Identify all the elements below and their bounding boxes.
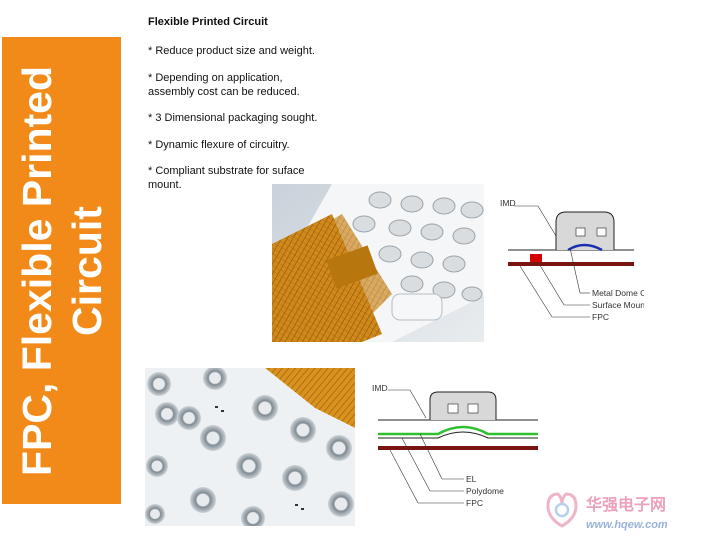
fpc-keypad-image — [272, 184, 484, 342]
watermark-url: www.hqew.com — [586, 519, 668, 531]
leader-fpc-b — [519, 265, 553, 318]
label-fpc-2: FPC — [466, 498, 483, 508]
leader-imd2-b — [409, 389, 427, 419]
watermark-logo-icon — [546, 492, 578, 528]
leader-poly-b — [401, 437, 431, 492]
leader-led-b — [537, 261, 565, 306]
polydome-el-diagram: IMD EL Polydome FPC — [372, 383, 538, 508]
content-title: Flexible Printed Circuit — [148, 16, 268, 28]
label-fpc: FPC — [592, 312, 609, 322]
fpc-layer-2 — [378, 446, 538, 450]
label-led: Surface Mount LED — [592, 300, 644, 310]
fpc-layer — [508, 262, 634, 266]
polydome-keypad-image — [145, 368, 355, 526]
imd-key-2 — [429, 391, 497, 420]
label-el: EL — [466, 474, 477, 484]
bullet-1: * Reduce product size and weight. — [148, 45, 315, 57]
leader-imd-b — [537, 205, 557, 237]
polydome-layer — [378, 431, 538, 439]
bullet-5: * Compliant substrate for suface mount. — [148, 165, 305, 191]
surface-mount-led — [530, 254, 542, 262]
bullet-3: * 3 Dimensional packaging sought. — [148, 112, 318, 124]
imd-window-left-2 — [447, 403, 459, 414]
leader-dome-b — [569, 247, 581, 294]
vertical-title: FPC, Flexible Printed Circuit — [12, 66, 112, 476]
label-dome: Metal Dome Overlay — [592, 288, 644, 298]
fpc-keypad-photo — [272, 184, 484, 342]
title-sidebar: FPC, Flexible Printed Circuit — [2, 37, 121, 504]
bullet-4: * Dynamic flexure of circuitry. — [148, 139, 290, 151]
leader-fpc2-b — [389, 449, 419, 504]
label-polydome: Polydome — [466, 486, 504, 496]
metal-dome — [567, 243, 603, 252]
polydome-keypad-photo — [145, 368, 355, 526]
vertical-title-line2: Circuit — [64, 206, 110, 336]
label-imd-2: IMD — [372, 383, 388, 393]
site-watermark: 华强电子网 www.hqew.com — [546, 492, 668, 531]
leader-el-b — [419, 433, 443, 480]
imd-window-right — [596, 227, 607, 237]
dome-led-diagram: IMD Metal Dome Overlay Surface Mount LED… — [500, 198, 644, 322]
vertical-title-line1: FPC, Flexible Printed — [14, 65, 60, 477]
imd-window-right-2 — [467, 403, 479, 414]
label-imd: IMD — [500, 198, 516, 208]
bullet-2: * Depending on application, assembly cos… — [148, 72, 300, 98]
imd-window-left — [575, 227, 586, 237]
el-layer — [378, 425, 538, 436]
watermark-cn: 华强电子网 — [586, 495, 666, 514]
